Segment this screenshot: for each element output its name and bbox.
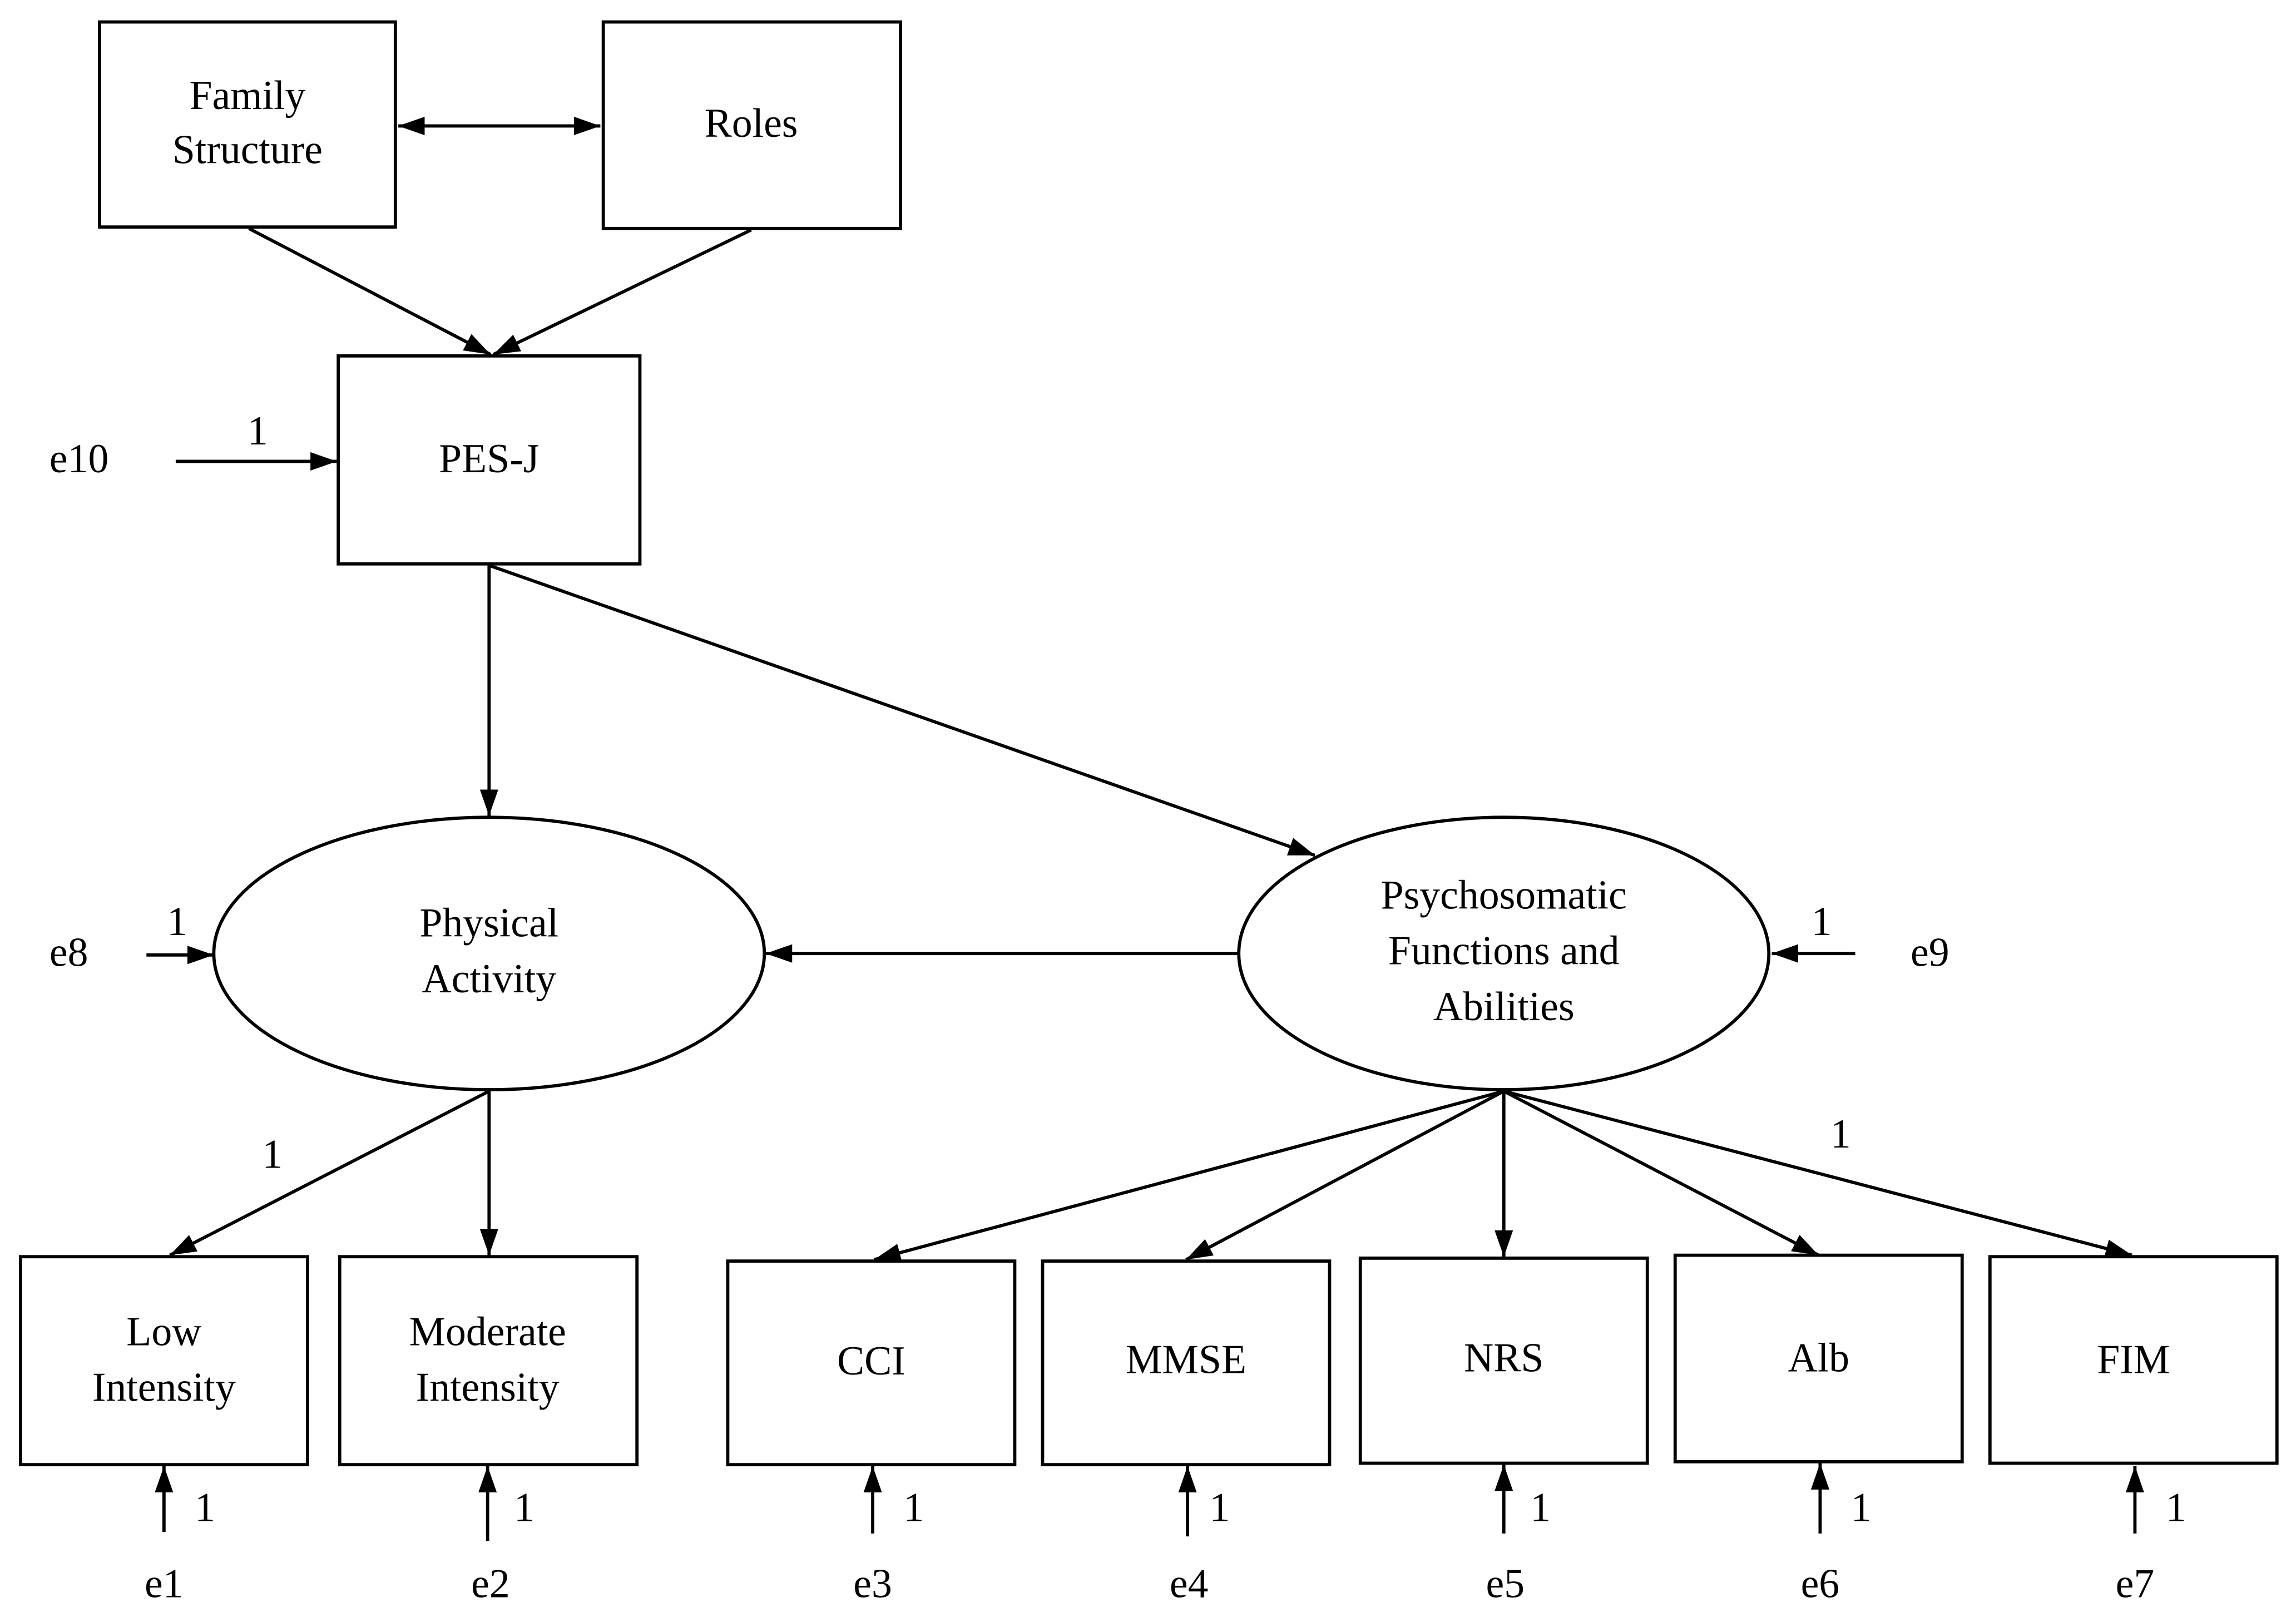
error-e6: e6: [1801, 1560, 1840, 1606]
weight-e10-pes-j: 1: [248, 408, 268, 453]
node-psychosomatic-line-3: Abilities: [1433, 983, 1575, 1029]
edge-psychosomatic-to-cci: [873, 1089, 1505, 1262]
weight-e5-nrs: 1: [1530, 1484, 1551, 1530]
weight-e6-alb: 1: [1851, 1484, 1872, 1530]
edges: [146, 116, 2144, 1541]
node-mmse-label: MMSE: [1126, 1336, 1246, 1382]
edge-pes-j-to-psychosomatic: [488, 563, 1316, 857]
path-weights: 1 1 1 1 1 1 1 1 1 1 1 1: [167, 408, 2186, 1530]
weight-e1-low-intensity: 1: [195, 1484, 215, 1530]
node-psychosomatic-line-1: Psychosomatic: [1381, 872, 1627, 918]
node-fim-label: FIM: [2097, 1336, 2170, 1382]
error-e10: e10: [50, 436, 108, 481]
node-low-intensity-line-1: Low: [126, 1308, 201, 1354]
node-roles: Roles: [601, 20, 902, 230]
weight-e3-cci: 1: [903, 1484, 924, 1530]
node-psychosomatic-functions-and-abilities: Psychosomatic Functions and Abilities: [1237, 815, 1771, 1091]
node-alb-label: Alb: [1788, 1335, 1849, 1381]
node-fim: FIM: [1988, 1255, 2279, 1465]
node-cci-label: CCI: [837, 1338, 905, 1383]
node-pes-j-label: PES-J: [439, 436, 539, 481]
node-low-intensity-line-2: Intensity: [92, 1364, 236, 1410]
node-physical-activity-line-2: Activity: [422, 956, 557, 1001]
node-psychosomatic-line-2: Functions and: [1388, 928, 1620, 973]
edge-psychosomatic-to-alb: [1503, 1090, 1820, 1257]
error-terms: e10 e8 e9 e1 e2 e3 e4 e5 e6 e7: [50, 436, 2154, 1606]
error-e7: e7: [2116, 1560, 2155, 1606]
node-family-structure: Family Structure: [98, 20, 397, 229]
node-moderate-intensity-line-1: Moderate: [409, 1308, 566, 1354]
node-mmse: MMSE: [1041, 1259, 1332, 1467]
edge-family-structure-to-pes-j: [248, 227, 492, 356]
error-e8: e8: [50, 929, 88, 975]
error-e3: e3: [853, 1560, 892, 1606]
error-e4: e4: [1170, 1560, 1209, 1606]
node-low-intensity: Low Intensity: [18, 1255, 309, 1467]
node-family-structure-line-2: Structure: [172, 126, 323, 172]
error-e5: e5: [1486, 1560, 1525, 1606]
weight-physical-activity-low-intensity: 1: [262, 1131, 283, 1177]
edge-physical-activity-to-low-intensity: [169, 1090, 490, 1257]
node-pes-j: PES-J: [337, 354, 642, 566]
node-nrs-label: NRS: [1464, 1335, 1543, 1381]
node-roles-label: Roles: [705, 100, 798, 146]
weight-e4-mmse: 1: [1210, 1484, 1230, 1530]
weight-e2-moderate-intensity: 1: [514, 1484, 535, 1530]
node-cci: CCI: [726, 1259, 1017, 1467]
error-e9: e9: [1911, 929, 1949, 975]
node-physical-activity-line-1: Physical: [419, 900, 558, 946]
node-alb: Alb: [1673, 1253, 1964, 1463]
node-moderate-intensity-line-2: Intensity: [416, 1364, 560, 1410]
node-family-structure-line-1: Family: [189, 72, 305, 118]
edge-psychosomatic-to-fim: [1503, 1089, 2132, 1258]
weight-psychosomatic-fim: 1: [1830, 1111, 1851, 1156]
error-e1: e1: [145, 1560, 184, 1606]
edge-psychosomatic-to-mmse: [1185, 1090, 1505, 1262]
error-e2: e2: [471, 1560, 510, 1606]
edge-roles-to-pes-j: [492, 228, 752, 356]
weight-e9-psychosomatic: 1: [1812, 898, 1832, 944]
weight-e8-physical-activity: 1: [167, 898, 187, 944]
node-moderate-intensity: Moderate Intensity: [338, 1255, 639, 1467]
node-nrs: NRS: [1358, 1256, 1649, 1465]
weight-e7-fim: 1: [2166, 1484, 2186, 1530]
node-physical-activity: Physical Activity: [212, 815, 766, 1091]
